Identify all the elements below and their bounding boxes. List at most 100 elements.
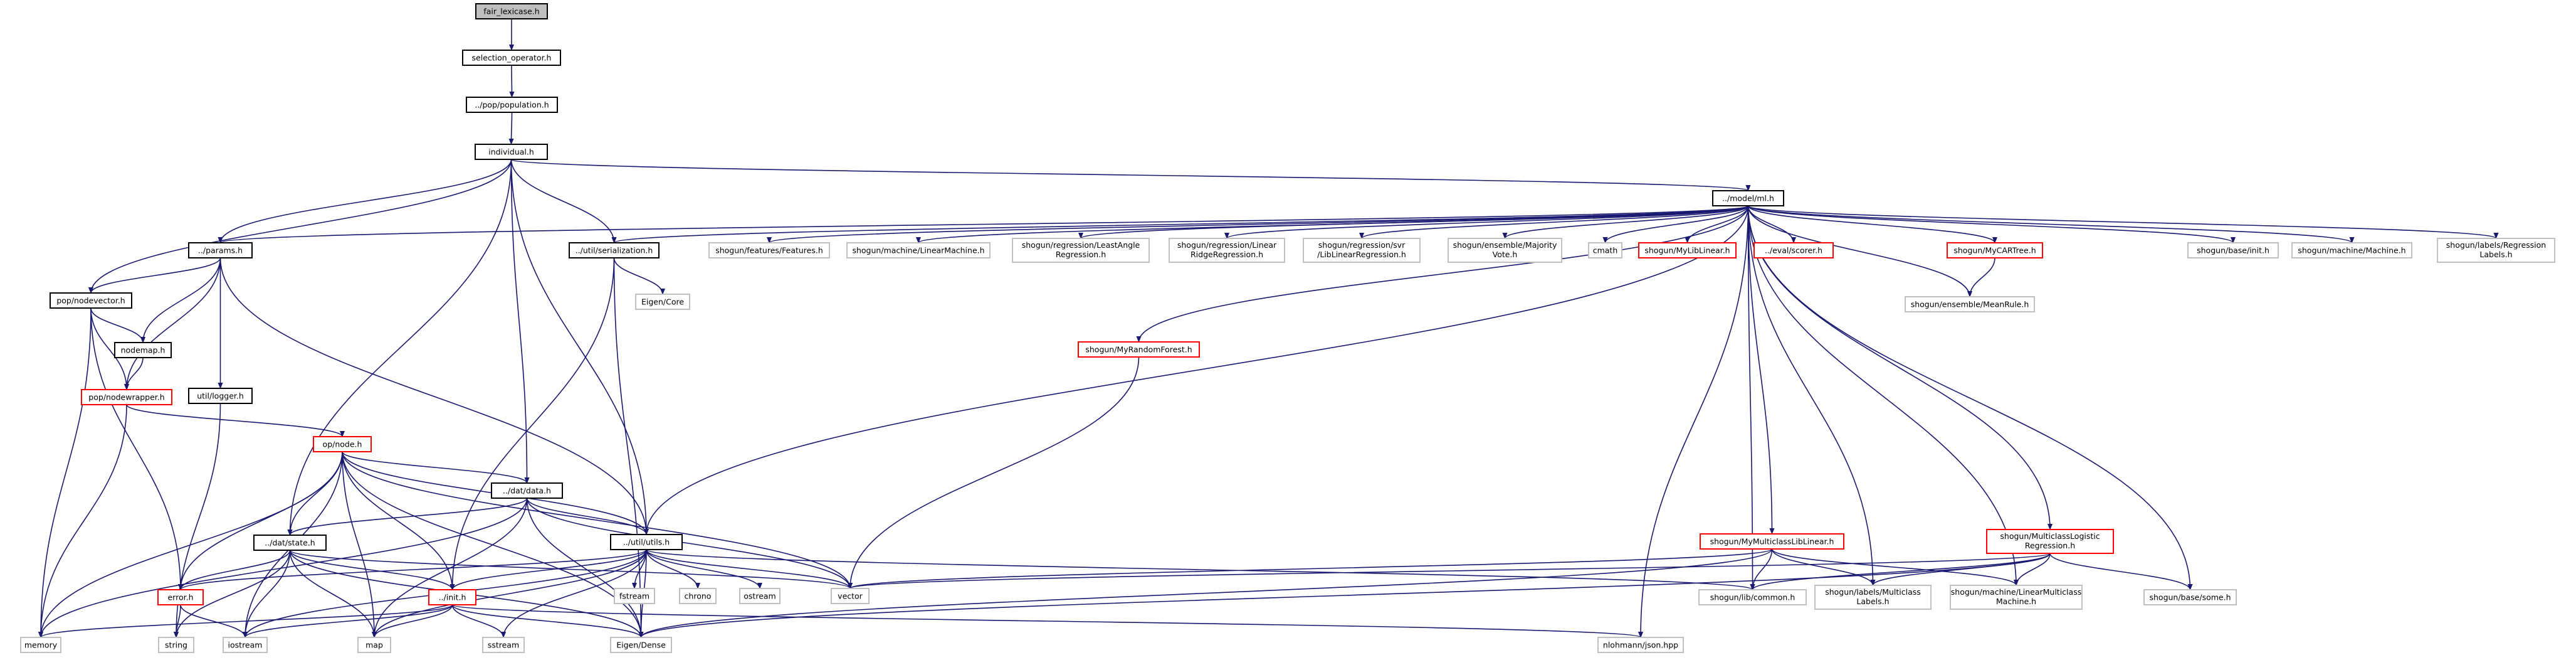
node-basesome[interactable]: shogun/base/some.h: [2143, 589, 2237, 605]
node-box-leastangle: [1012, 238, 1150, 263]
node-label-line-regressionlabels-1: Labels.h: [2479, 250, 2512, 259]
node-fair_lexicase[interactable]: fair_lexicase.h: [475, 3, 548, 19]
node-params[interactable]: ../params.h: [188, 242, 253, 258]
node-individual[interactable]: individual.h: [475, 144, 548, 160]
node-box-population: [466, 97, 558, 113]
edge-init-to-memory: [38, 604, 453, 638]
node-label-line-majority-0: shogun/ensemble/Majority: [1453, 240, 1557, 250]
node-data[interactable]: ../dat/data.h: [491, 482, 563, 499]
node-utils[interactable]: ../util/utils.h: [610, 534, 683, 550]
node-eigencore[interactable]: Eigen/Core: [635, 294, 690, 310]
node-label-liblinearreg: shogun/regression/svr/LibLinearRegressio…: [1317, 240, 1406, 259]
edge-nodevector-to-error: [90, 307, 183, 590]
node-ostream[interactable]: ostream: [739, 588, 781, 604]
node-label-line-liblinearreg-1: /LibLinearRegression.h: [1317, 250, 1406, 259]
node-string[interactable]: string: [158, 637, 194, 653]
node-myliblinear[interactable]: shogun/MyLibLinear.h: [1638, 242, 1737, 258]
edge-data-to-vector: [526, 498, 853, 589]
node-label-line-linearmulticlass-1: Machine.h: [1996, 597, 2036, 606]
edge-individual-to-ml: [510, 159, 1750, 191]
edge-data-to-memory: [38, 498, 528, 638]
node-label-mymulticlass: shogun/MyMulticlassLibLinear.h: [1710, 537, 1834, 546]
node-nodemap[interactable]: nodemap.h: [114, 342, 172, 358]
edge-utils-to-map: [372, 549, 647, 638]
edge-init-to-sstream: [451, 604, 506, 638]
node-mymulticlass[interactable]: shogun/MyMulticlassLibLinear.h: [1700, 533, 1844, 550]
edge-mymulticlass-to-linearmulticlass: [1771, 548, 2019, 586]
node-box-params: [188, 242, 253, 258]
node-liblinearreg[interactable]: shogun/regression/svr/LibLinearRegressio…: [1303, 238, 1421, 263]
node-linearmachine[interactable]: shogun/machine/LinearMachine.h: [846, 242, 991, 258]
node-serialization[interactable]: ../util/serialization.h: [569, 242, 660, 258]
node-vector[interactable]: vector: [831, 588, 870, 604]
node-json[interactable]: nlohmann/json.hpp: [1597, 637, 1684, 653]
edge-individual-to-state: [287, 159, 512, 536]
node-init[interactable]: ../init.h: [428, 589, 476, 605]
node-label-line-linearmulticlass-0: shogun/machine/LinearMulticlass: [1951, 587, 2081, 597]
node-opnode[interactable]: op/node.h: [313, 436, 372, 452]
node-machine[interactable]: shogun/machine/Machine.h: [2291, 242, 2412, 258]
node-selection_operator[interactable]: selection_operator.h: [462, 50, 561, 66]
edge-data-to-eigendense: [526, 498, 644, 638]
node-box-ml: [1712, 190, 1784, 206]
node-box-string: [158, 637, 194, 653]
node-label-iostream: iostream: [228, 641, 263, 650]
node-cmath[interactable]: cmath: [1588, 242, 1622, 258]
node-label-line-multiclasslabels-1: Labels.h: [1856, 597, 1889, 606]
node-error[interactable]: error.h: [157, 589, 204, 605]
edge-multiclasslogistic-to-eigendense: [638, 553, 2051, 638]
edge-ml-to-regressionlabels: [1747, 205, 2499, 239]
node-state[interactable]: ../dat/state.h: [253, 535, 327, 551]
node-chrono[interactable]: chrono: [679, 588, 717, 604]
node-logger[interactable]: util/logger.h: [188, 388, 253, 404]
node-box-fstream: [614, 588, 655, 604]
node-box-mycartree: [1947, 242, 2043, 258]
node-nodewrapper[interactable]: pop/nodewrapper.h: [81, 389, 172, 405]
node-memory[interactable]: memory: [20, 637, 61, 653]
node-label-cmath: cmath: [1593, 246, 1618, 255]
node-box-json: [1597, 637, 1684, 653]
node-fstream[interactable]: fstream: [614, 588, 655, 604]
node-baseinit[interactable]: shogun/base/init.h: [2187, 242, 2279, 258]
node-iostream[interactable]: iostream: [223, 637, 268, 653]
node-label-myliblinear: shogun/MyLibLinear.h: [1644, 246, 1730, 255]
node-label-nodemap: nodemap.h: [121, 346, 166, 355]
node-box-eigencore: [635, 294, 690, 310]
node-box-multiclasslabels: [1814, 585, 1932, 610]
node-meanrule[interactable]: shogun/ensemble/MeanRule.h: [1905, 296, 2035, 312]
node-label-fair_lexicase: fair_lexicase.h: [483, 7, 539, 16]
node-myrandomforest[interactable]: shogun/MyRandomForest.h: [1078, 341, 1200, 358]
node-nodevector[interactable]: pop/nodevector.h: [50, 292, 132, 309]
edge-ml-to-machine: [1747, 205, 2355, 243]
node-label-line-multiclasslabels-0: shogun/labels/Multiclass: [1825, 587, 1921, 597]
node-mycartree[interactable]: shogun/MyCARTree.h: [1947, 242, 2043, 258]
node-label-features: shogun/features/Features.h: [715, 246, 823, 255]
edge-init-to-iostream: [243, 604, 453, 638]
node-ml[interactable]: ../model/ml.h: [1712, 190, 1784, 206]
node-label-init: ../init.h: [439, 593, 466, 602]
node-label-line-regressionlabels-0: shogun/labels/Regression: [2446, 240, 2546, 250]
edge-ml-to-baseinit: [1747, 205, 2236, 243]
edge-ml-to-leastangle: [1078, 205, 1749, 239]
edge-ml-to-utils: [644, 205, 1749, 535]
edge-ml-to-json: [1638, 205, 1749, 638]
node-box-chrono: [679, 588, 717, 604]
node-population[interactable]: ../pop/population.h: [466, 97, 558, 113]
node-libcommon[interactable]: shogun/lib/common.h: [1698, 589, 1807, 605]
edge-mymulticlass-to-eigendense: [638, 548, 1773, 638]
node-sstream[interactable]: sstream: [482, 637, 525, 653]
node-features[interactable]: shogun/features/Features.h: [708, 242, 830, 258]
node-scorer[interactable]: ../eval/scorer.h: [1753, 242, 1834, 258]
node-eigendense[interactable]: Eigen/Dense: [610, 637, 672, 653]
node-map[interactable]: map: [357, 637, 391, 653]
edge-state-to-error: [178, 550, 291, 590]
node-label-ml: ../model/ml.h: [1722, 194, 1774, 203]
